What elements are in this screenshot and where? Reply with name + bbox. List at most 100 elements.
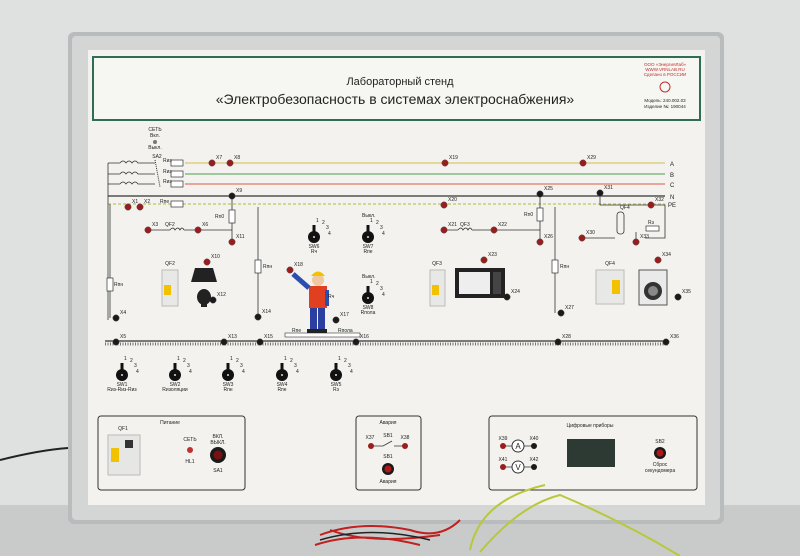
rotary-switch-sw4[interactable] <box>276 363 288 381</box>
switch-label: Rпе <box>363 249 372 255</box>
sb1-contact-label: SB1 <box>383 433 393 439</box>
terminal-x16[interactable] <box>352 338 360 346</box>
terminal-label: X13 <box>228 334 237 340</box>
switch-position-label: 2 <box>322 220 325 226</box>
terminal-x6[interactable] <box>194 226 202 234</box>
x42-label: X42 <box>530 457 539 463</box>
terminal-x31[interactable] <box>596 189 604 197</box>
rotary-switch-sw2[interactable] <box>169 363 181 381</box>
terminal-x30[interactable] <box>578 234 586 242</box>
meters-panel-title: Цифровые приборы <box>567 423 614 429</box>
rotary-switch-sw5[interactable] <box>330 363 342 381</box>
lamp-icon <box>191 268 217 307</box>
terminal-x4[interactable] <box>112 314 120 322</box>
terminal-x11[interactable] <box>228 238 236 246</box>
terminal-label: X30 <box>586 230 595 236</box>
terminal-x35[interactable] <box>674 293 682 301</box>
terminal-x10[interactable] <box>203 258 211 266</box>
qf3-schematic-label: QF3 <box>460 222 470 228</box>
terminal-x21[interactable] <box>440 226 448 234</box>
breaker-qf1[interactable] <box>107 434 141 476</box>
terminal-x17[interactable] <box>332 316 340 324</box>
hl1-label: HL1 <box>185 459 194 465</box>
terminal-x25[interactable] <box>536 190 544 198</box>
terminal-x9[interactable] <box>228 192 236 200</box>
sa1-off-label: ВЫКЛ. <box>210 440 225 446</box>
switch-label: SW3 <box>223 382 234 388</box>
terminal-x22[interactable] <box>490 226 498 234</box>
terminal-x23[interactable] <box>480 256 488 264</box>
mains-on-label: Вкл. <box>150 133 160 139</box>
terminal-label: X14 <box>262 309 271 315</box>
terminal-label: X34 <box>662 252 671 258</box>
rotary-switch-sw3[interactable] <box>222 363 234 381</box>
terminal-label: X1 <box>132 199 138 205</box>
terminal-label: X27 <box>565 305 574 311</box>
switch-label: Rиз-Rиз-Rиз <box>107 387 137 393</box>
switch-position-label: 1 <box>230 356 233 362</box>
switch-label: SW6 <box>309 244 320 250</box>
terminal-x14[interactable] <box>254 313 262 321</box>
terminal-x38[interactable] <box>402 443 408 449</box>
terminal-x26[interactable] <box>536 238 544 246</box>
terminal-x34[interactable] <box>654 256 662 264</box>
breaker-qf2[interactable]: QF2 <box>161 261 179 307</box>
terminal-x2[interactable] <box>136 203 144 211</box>
switch-off-label: Выкл. <box>362 213 375 219</box>
terminal-x7[interactable] <box>208 159 216 167</box>
terminal-x28[interactable] <box>554 338 562 346</box>
switch-label: Rпола <box>361 310 376 316</box>
x39-label: X39 <box>499 436 508 442</box>
terminal-x3[interactable] <box>144 226 152 234</box>
title-line1: Лабораторный стенд <box>346 76 454 88</box>
terminal-x29[interactable] <box>579 159 587 167</box>
rotary-switch-sw6[interactable] <box>308 225 320 243</box>
switch-label: Rпн <box>223 387 232 393</box>
mains-toggle[interactable] <box>153 140 157 144</box>
sb2-caption2: секундомера <box>645 468 675 474</box>
switch-label: SW7 <box>363 244 374 250</box>
terminal-x5[interactable] <box>112 338 120 346</box>
res-label: Rиз <box>163 169 172 175</box>
terminal-label: X15 <box>264 334 273 340</box>
terminal-x33[interactable] <box>632 238 640 246</box>
sb1-label: SB1 <box>383 454 393 460</box>
terminal-label: X24 <box>511 289 520 295</box>
switch-position-label: 1 <box>284 356 287 362</box>
sa1-label: SA1 <box>213 468 223 474</box>
terminal-x18[interactable] <box>286 266 294 274</box>
lamp-label: СЕТЬ <box>183 437 197 443</box>
terminal-x20[interactable] <box>440 201 448 209</box>
terminal-x27[interactable] <box>557 309 565 317</box>
alarm-panel-title: Авария <box>380 420 397 426</box>
terminal-label: X36 <box>670 334 679 340</box>
terminal-x36[interactable] <box>662 338 670 346</box>
terminal-x8[interactable] <box>226 159 234 167</box>
res-label: Rпн <box>263 264 272 270</box>
terminal-x42[interactable] <box>531 464 537 470</box>
terminal-x1[interactable] <box>124 203 132 211</box>
switch-label: SW2 <box>170 382 181 388</box>
terminal-x19[interactable] <box>441 159 449 167</box>
qf2-schematic-label: QF2 <box>165 222 175 228</box>
terminal-x40[interactable] <box>531 443 537 449</box>
terminal-x39[interactable] <box>500 443 506 449</box>
breaker-qf4[interactable]: QF4 <box>595 261 625 305</box>
rotary-switch-sw8[interactable] <box>362 286 374 304</box>
switch-position-label: 1 <box>338 356 341 362</box>
terminal-x41[interactable] <box>500 464 506 470</box>
terminal-x32[interactable] <box>647 201 655 209</box>
serial-number: Изделие №: 190044 <box>644 104 686 109</box>
sb2-label: SB2 <box>655 439 665 445</box>
x37-label: X37 <box>366 435 375 441</box>
rotary-switch-sw7[interactable] <box>362 225 374 243</box>
terminal-x13[interactable] <box>220 338 228 346</box>
switch-position-label: 4 <box>136 369 139 375</box>
switch-position-label: 1 <box>177 356 180 362</box>
rotary-switch-sw1[interactable] <box>116 363 128 381</box>
terminal-label: X16 <box>360 334 369 340</box>
terminal-x37[interactable] <box>368 443 374 449</box>
terminal-x15[interactable] <box>256 338 264 346</box>
breaker-qf3[interactable]: QF3 <box>429 261 446 307</box>
ammeter-symbol: A <box>515 442 521 451</box>
